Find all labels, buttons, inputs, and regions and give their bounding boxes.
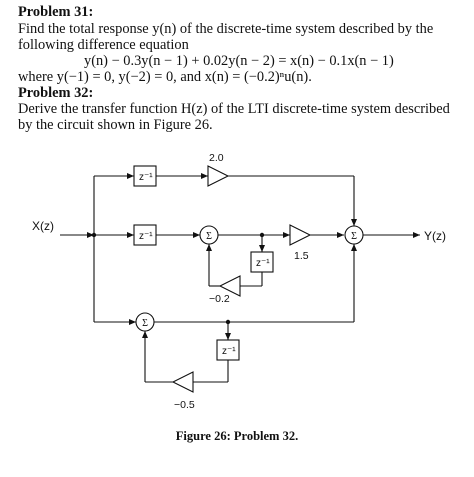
gain-top-triangle bbox=[207, 165, 230, 187]
gain-fb1-triangle bbox=[218, 275, 241, 297]
delay-label-feedback-1: z⁻¹ bbox=[256, 258, 270, 269]
delay-label-mid: z⁻¹ bbox=[139, 231, 153, 242]
sum-symbol-mid: Σ bbox=[206, 231, 212, 242]
gain-fb1-label: −0.2 bbox=[209, 293, 230, 305]
output-label: Y(z) bbox=[424, 229, 446, 243]
problem-31-heading: Problem 31: bbox=[18, 4, 94, 20]
gain-fb2-label: −0.5 bbox=[174, 399, 195, 411]
gain-mid-label: 1.5 bbox=[294, 250, 309, 262]
problem-32-heading: Problem 32: bbox=[18, 85, 94, 101]
initial-conditions: where y(−1) = 0, y(−2) = 0, and x(n) = (… bbox=[18, 69, 312, 85]
block-diagram: X(z) Y(z) z⁻¹ z⁻¹ z⁻¹ z⁻¹ Σ Σ Σ 2.0 1.5 … bbox=[32, 152, 446, 411]
delay-label-feedback-2: z⁻¹ bbox=[222, 346, 236, 357]
difference-equation: y(n) − 0.3y(n − 1) + 0.02y(n − 2) = x(n)… bbox=[84, 53, 394, 69]
figure-caption: Figure 26: Problem 32. bbox=[175, 429, 299, 443]
gain-top-label: 2.0 bbox=[209, 152, 224, 164]
delay-label-top: z⁻¹ bbox=[139, 172, 153, 183]
gain-mid-triangle bbox=[289, 224, 312, 246]
problem-32-text-line-1: Derive the transfer function H(z) of the… bbox=[18, 101, 450, 117]
gain-fb2-triangle bbox=[171, 371, 194, 393]
problem-31-text-line-1: Find the total response y(n) of the disc… bbox=[18, 21, 434, 37]
input-label: X(z) bbox=[32, 219, 54, 233]
sum-symbol-bottom: Σ bbox=[142, 318, 148, 329]
problem-32-text-line-2: by the circuit shown in Figure 26. bbox=[18, 117, 213, 133]
problem-31-text-line-2: following difference equation bbox=[18, 37, 189, 53]
sum-symbol-output: Σ bbox=[351, 231, 357, 242]
